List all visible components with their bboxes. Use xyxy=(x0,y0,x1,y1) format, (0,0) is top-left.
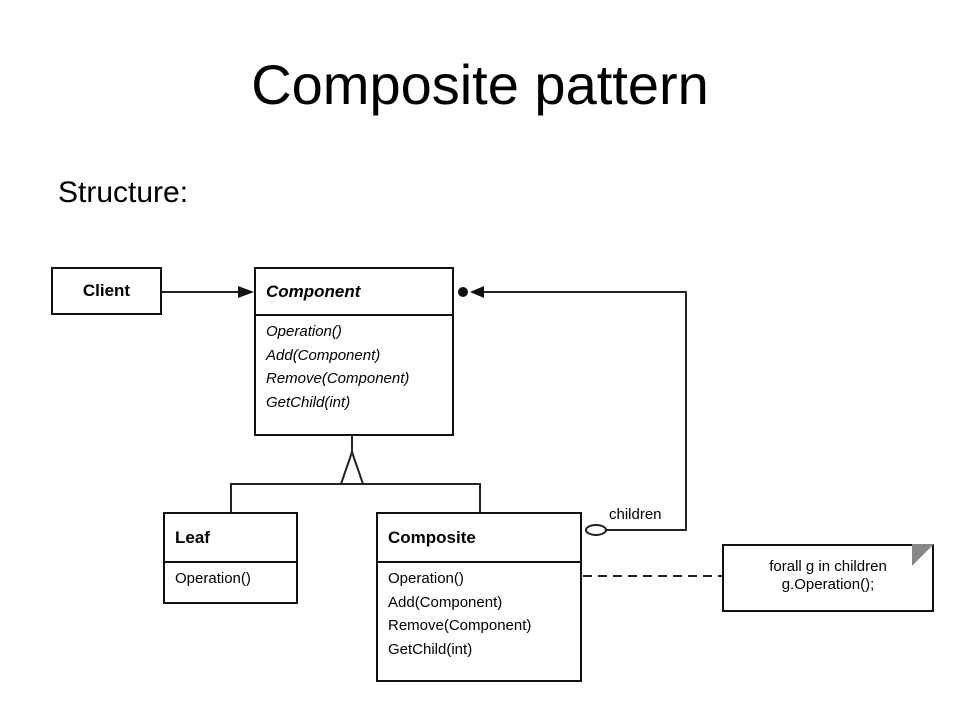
client-arrowhead xyxy=(238,286,254,298)
composite-remove: Remove(Component) xyxy=(388,617,532,634)
aggregation-line xyxy=(478,291,687,531)
composite-class-box: Composite Operation() Add(Component) Rem… xyxy=(376,512,582,682)
composite-operation: Operation() xyxy=(388,570,464,587)
leaf-class-box: Leaf Operation() xyxy=(163,512,298,604)
note-box: forall g in children g.Operation(); xyxy=(722,544,934,612)
component-remove: Remove(Component) xyxy=(266,370,410,387)
component-class-name: Component xyxy=(266,281,361,301)
composite-class-name: Composite xyxy=(388,527,476,547)
slide-subtitle: Structure: xyxy=(58,176,189,209)
note-fold-icon xyxy=(912,544,934,566)
composite-add: Add(Component) xyxy=(388,593,503,611)
note-line-2: g.Operation(); xyxy=(781,576,875,593)
leaf-operations: Operation() xyxy=(165,561,296,602)
component-operation: Operation() xyxy=(266,323,342,340)
component-getchild: GetChild(int) xyxy=(266,393,351,411)
component-operations: Operation() Add(Component) Remove(Compon… xyxy=(256,314,452,434)
leaf-class-name: Leaf xyxy=(175,527,210,547)
composite-getchild: GetChild(int) xyxy=(388,640,473,658)
leaf-operation: Operation() xyxy=(175,570,251,587)
aggregation-arrowhead xyxy=(470,286,484,298)
client-class-box: Client xyxy=(51,267,162,315)
component-class-box: Component Operation() Add(Component) Rem… xyxy=(254,267,454,436)
slide-title: Composite pattern xyxy=(251,53,709,116)
aggregation-label: children xyxy=(609,506,662,523)
note-line-1: forall g in children xyxy=(769,558,887,575)
inheritance-triangle xyxy=(339,448,365,485)
composite-operations: Operation() Add(Component) Remove(Compon… xyxy=(378,561,580,680)
aggregation-dot xyxy=(458,287,468,297)
inheritance-branch xyxy=(230,483,481,512)
aggregation-diamond xyxy=(585,524,607,536)
client-class-name: Client xyxy=(82,281,131,300)
component-add: Add(Component) xyxy=(266,346,381,364)
